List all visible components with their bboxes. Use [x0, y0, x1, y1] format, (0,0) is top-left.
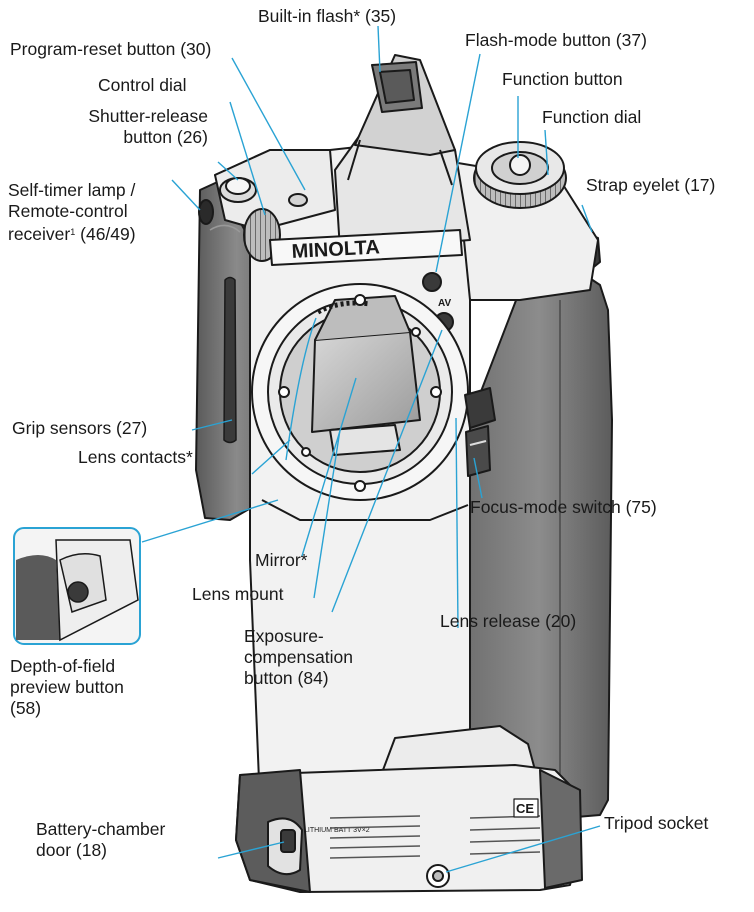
label-shutter-release-line2: button (26) — [123, 127, 208, 147]
label-self-timer: Self-timer lamp / Remote-control receive… — [8, 180, 136, 245]
label-program-reset-button: Program-reset button (30) — [10, 39, 212, 59]
label-depth-of-field-line3: (58) — [10, 698, 42, 718]
label-exposure-compensation: Exposure- compensation button (84) — [244, 626, 353, 689]
ce-mark: CE — [516, 801, 534, 816]
label-built-in-flash: Built-in flash* (35) — [258, 6, 397, 26]
focus-mode-switch-part — [465, 425, 491, 477]
label-depth-of-field-line1: Depth-of-field — [10, 656, 116, 676]
label-depth-of-field: Depth-of-field preview button (58) — [10, 656, 124, 719]
label-battery-chamber-door: Battery-chamber door (18) — [36, 819, 165, 861]
label-grip-sensors: Grip sensors (27) — [12, 418, 148, 438]
label-lens-mount: Lens mount — [192, 584, 284, 604]
label-control-dial: Control dial — [98, 75, 187, 95]
label-function-dial: Function dial — [542, 107, 642, 127]
label-exposure-compensation-line2: compensation — [244, 647, 353, 667]
label-shutter-release-line1: Shutter-release — [88, 106, 208, 126]
camera-bottom-view: LITHIUM BATT 3V×2 CE — [235, 725, 583, 893]
label-self-timer-line3: receiver1 (46/49) — [8, 222, 136, 245]
camera-logo: MINOLTA — [291, 236, 380, 263]
label-lens-release: Lens release (20) — [440, 611, 577, 631]
label-depth-of-field-line2: preview button — [10, 677, 124, 697]
label-battery-chamber-door-line2: door (18) — [36, 840, 108, 860]
label-strap-eyelet: Strap eyelet (17) — [586, 175, 716, 195]
label-function-button: Function button — [502, 69, 623, 89]
battery-mark: LITHIUM BATT 3V×2 — [304, 827, 370, 834]
flash-mode-button-part — [422, 272, 442, 292]
label-self-timer-line3-pages: (46/49) — [75, 224, 136, 244]
label-flash-mode-button: Flash-mode button (37) — [465, 30, 647, 50]
svg-text:AV: AV — [438, 298, 451, 309]
label-self-timer-footnote: 1 — [70, 227, 76, 237]
label-exposure-compensation-line1: Exposure- — [244, 626, 324, 646]
mirror-part — [311, 331, 421, 433]
self-timer-lamp-part — [198, 199, 214, 225]
label-self-timer-line3-text: receiver — [8, 224, 71, 244]
label-lens-contacts: Lens contacts* — [78, 447, 193, 467]
lens-release-part — [464, 387, 496, 429]
label-exposure-compensation-line3: button (84) — [244, 668, 329, 688]
dof-inset — [13, 527, 141, 645]
label-mirror: Mirror* — [255, 550, 308, 570]
lens-contacts-part — [316, 300, 371, 315]
label-self-timer-line1: Self-timer lamp / — [8, 180, 136, 200]
label-self-timer-line2: Remote-control — [8, 201, 128, 221]
camera-front-view: MINOLTA AV — [195, 54, 613, 826]
grip-sensor-strip — [223, 276, 237, 444]
program-reset-part — [288, 193, 308, 207]
dof-button-part — [67, 581, 89, 603]
leader-lines — [141, 25, 601, 873]
label-battery-chamber-door-line1: Battery-chamber — [36, 819, 166, 839]
label-tripod-socket: Tripod socket — [604, 813, 709, 833]
label-focus-mode-switch: Focus-mode switch (75) — [470, 497, 657, 517]
function-button-part — [509, 154, 531, 176]
label-shutter-release: Shutter-release button (26) — [40, 106, 208, 148]
